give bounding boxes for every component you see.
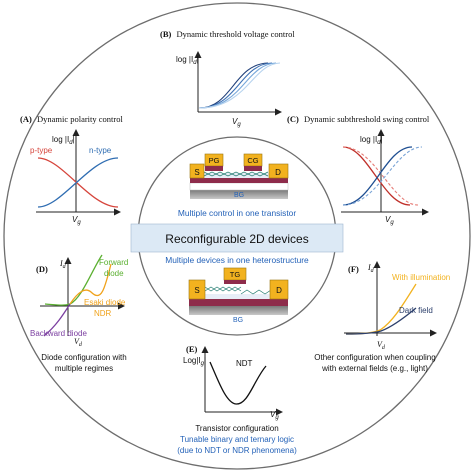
lower-drain-label: D — [276, 286, 282, 295]
panel-f: (F) Id With illumination Dark field Vd O… — [314, 261, 450, 373]
panel-d-esaki-1: Esaki diode — [84, 298, 126, 307]
svg-text:Id: Id — [367, 263, 375, 274]
panel-f-caption-2: with external fields (e.g., light) — [321, 364, 428, 373]
svg-text:Log|Ig|: Log|Ig| — [183, 356, 206, 367]
panel-e-tag: (E) — [186, 344, 198, 354]
panel-e-ylabel: Log|I — [183, 356, 201, 365]
panel-b: (B) Dynamic threshold voltage control lo… — [160, 29, 295, 128]
svg-text:Vg: Vg — [385, 215, 394, 226]
panel-d-caption-1: Diode configuration with — [41, 353, 126, 362]
panel-e-ysub: g — [201, 361, 205, 367]
panel-a-ysub: d — [69, 140, 73, 146]
panel-b-ysub: d — [193, 60, 197, 66]
panel-b-tag: (B) — [160, 29, 172, 39]
tg-label: TG — [230, 270, 241, 279]
panel-c-ylabel: log |I — [360, 135, 377, 144]
lower-source-label: S — [194, 286, 199, 295]
panel-d-forward-2: diode — [104, 269, 124, 278]
panel-a-xlabel: V — [72, 215, 78, 224]
panel-e-curve-label: NDT — [236, 359, 253, 368]
panel-d-xsub: d — [79, 342, 83, 348]
panel-c-title: Dynamic subthreshold swing control — [304, 114, 430, 124]
svg-text:Vg: Vg — [72, 215, 81, 226]
svg-text:log |Id|: log |Id| — [52, 135, 75, 146]
panel-a-tag: (A) — [20, 114, 32, 124]
lower-caption: Multiple devices in one heterostructure — [165, 255, 309, 265]
panel-e: (E) Log|Ig| NDT Vg Transistor configurat… — [177, 344, 297, 455]
panel-d-caption-2: multiple regimes — [55, 364, 113, 373]
pg-label: PG — [209, 156, 220, 165]
panel-f-ylabel: I — [367, 263, 371, 272]
svg-text:Vd: Vd — [377, 340, 386, 351]
panel-f-xsub: d — [382, 345, 386, 351]
upper-drain-label: D — [275, 168, 281, 177]
panel-a-ntype: n-type — [89, 146, 112, 155]
upper-caption: Multiple control in one transistor — [178, 208, 296, 218]
panel-c-xsub: g — [390, 220, 394, 226]
panel-d-backward: Backward diode — [30, 329, 87, 338]
upper-bg-label: BG — [234, 192, 244, 199]
panel-e-caption-3: (due to NDT or NDR phenomena) — [177, 446, 297, 455]
panel-a-title: Dynamic polarity control — [37, 114, 124, 124]
cg-label: CG — [247, 156, 258, 165]
panel-a-ptype: p-type — [30, 146, 53, 155]
panel-d-esaki-2: NDR — [94, 309, 112, 318]
panel-f-illum: With illumination — [392, 273, 450, 282]
panel-c-xlabel: V — [385, 215, 391, 224]
svg-text:Vg: Vg — [270, 410, 279, 421]
svg-text:(B) Dynamic threshold vo: (B) Dynamic threshold voltage control — [160, 29, 295, 39]
svg-text:log |Id|: log |Id| — [176, 55, 199, 66]
panel-f-dark: Dark field — [399, 306, 433, 315]
panel-c: (C) Dynamic subthreshold swing control l… — [287, 114, 430, 226]
panel-d-xlabel: V — [74, 337, 80, 346]
svg-text:(A) Dynamic polarity con: (A) Dynamic polarity control — [20, 114, 123, 124]
panel-e-caption-2: Tunable binary and ternary logic — [180, 435, 294, 444]
banner — [130, 223, 344, 253]
panel-f-xlabel: V — [377, 340, 383, 349]
panel-e-caption-1: Transistor configuration — [195, 424, 278, 433]
panel-c-tag: (C) — [287, 114, 299, 124]
panel-b-ylabel: log |I — [176, 55, 193, 64]
panel-d-ysub: d — [63, 264, 67, 270]
panel-f-caption-1: Other configuration when coupling — [314, 353, 435, 362]
upper-source-label: S — [194, 168, 199, 177]
svg-text:Vd: Vd — [74, 337, 83, 348]
lower-bg-label: BG — [233, 317, 243, 324]
banner-title: Reconfigurable 2D devices — [165, 232, 308, 246]
panel-d-forward-1: Forward — [99, 258, 128, 267]
panel-e-xsub: g — [275, 415, 279, 421]
upper-device: S D PG CG BG — [189, 153, 289, 199]
panel-c-ysub: d — [377, 140, 381, 146]
panel-d-ylabel: I — [59, 259, 63, 268]
svg-text:log |Id|: log |Id| — [360, 135, 383, 146]
panel-f-tag: (F) — [348, 264, 359, 274]
panel-e-xlabel: V — [270, 410, 276, 419]
panel-d: (D) Id Forward diode Esaki diode NDR Bac… — [30, 254, 128, 373]
panel-a-xsub: g — [77, 220, 81, 226]
panel-b-xlabel: V — [232, 117, 238, 126]
svg-text:(C) Dynamic subthreshold: (C) Dynamic subthreshold swing control — [287, 114, 430, 124]
panel-a-ylabel: log |I — [52, 135, 69, 144]
panel-f-ysub: d — [371, 268, 375, 274]
panel-b-xsub: g — [237, 122, 241, 128]
panel-d-tag: (D) — [36, 264, 48, 274]
panel-a: (A) Dynamic polarity control log |Id| p-… — [20, 114, 123, 226]
svg-text:Vg: Vg — [232, 117, 241, 128]
lower-device: S D TG BG — [188, 267, 289, 324]
outer-circle — [3, 2, 471, 470]
panel-b-title: Dynamic threshold voltage control — [176, 29, 295, 39]
svg-text:Id: Id — [59, 259, 67, 270]
